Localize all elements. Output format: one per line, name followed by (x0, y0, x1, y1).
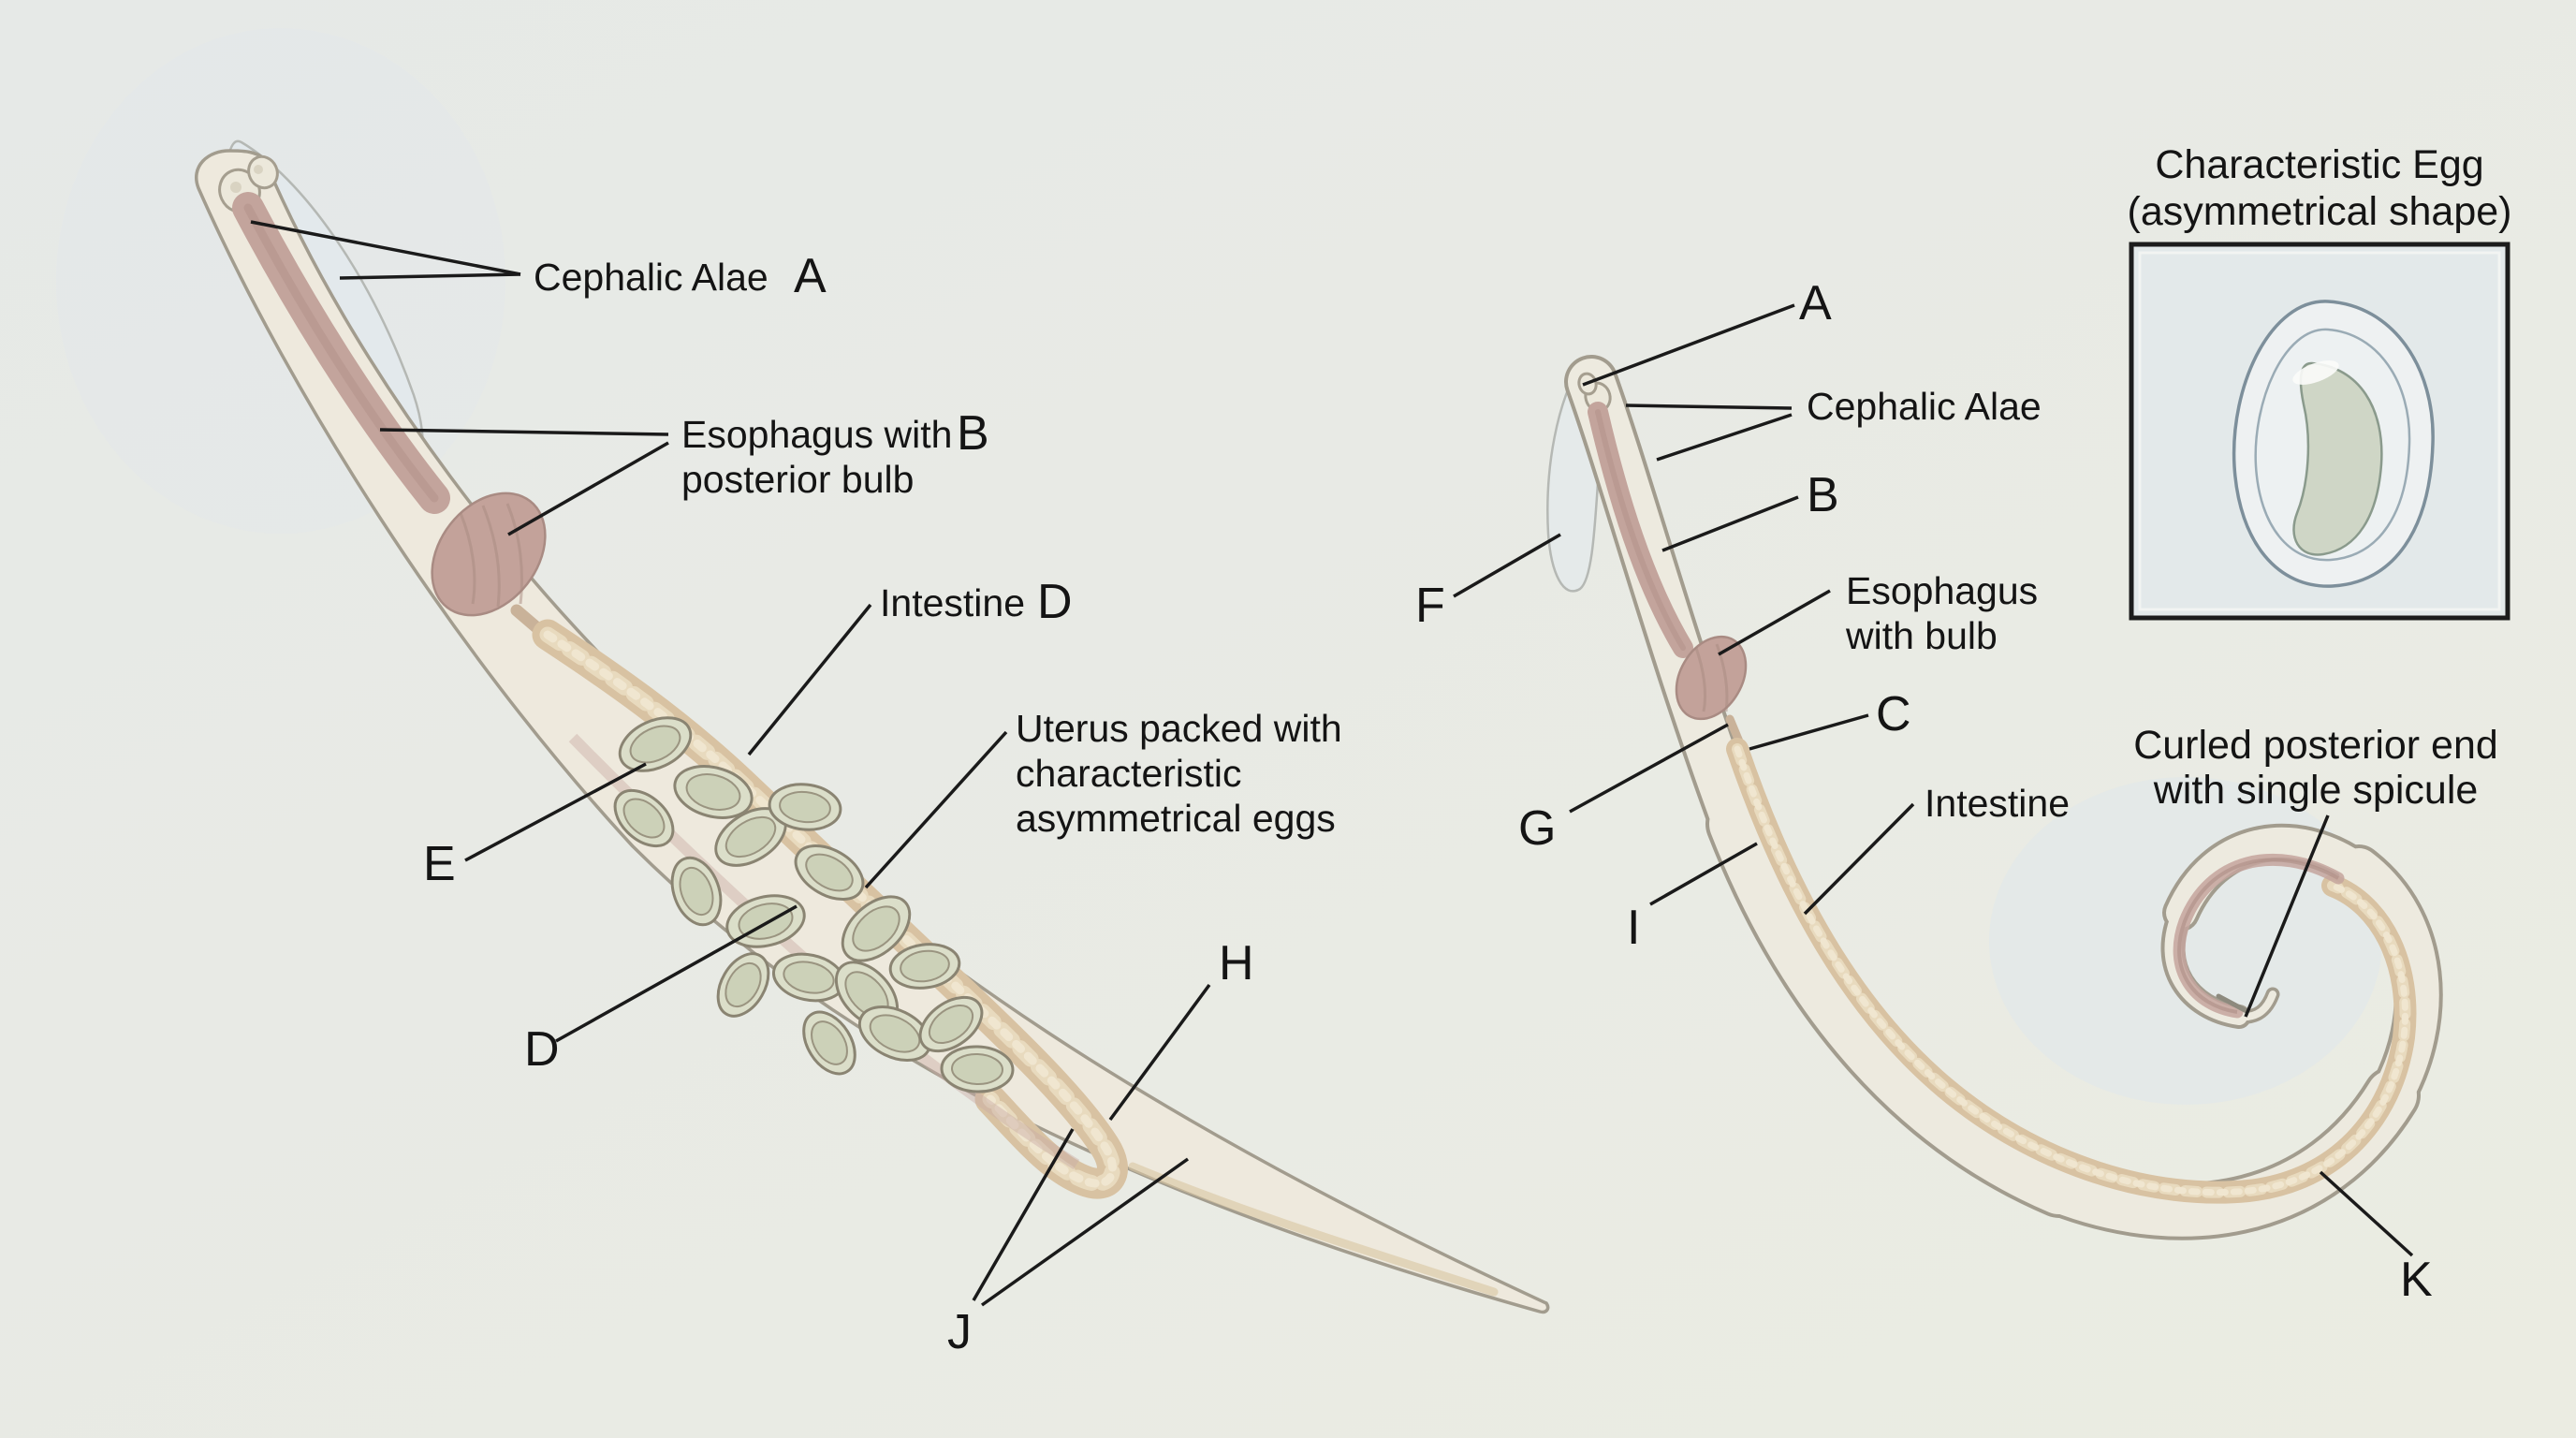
uterus-eggs (613, 716, 1015, 1093)
female-head-lobe (247, 154, 279, 190)
male-gut-junction (1725, 714, 1744, 746)
egg-larva (2292, 361, 2383, 556)
label-letter-c: C (1876, 687, 1911, 741)
female-labels: Cephalic Alae A Esophagus with B posteri… (423, 249, 1342, 1359)
leader-line (1649, 842, 1758, 906)
egg-inset (2129, 242, 2510, 621)
label-letter-k: K (2400, 1253, 2433, 1307)
leader-line (555, 904, 798, 1043)
label-letter-b-male: B (1807, 468, 1839, 522)
female-worm-illustration (195, 139, 1550, 1314)
male-worm-illustration (1546, 355, 2443, 1240)
leader-line (1108, 983, 1211, 1122)
male-esophagus-core (1595, 409, 1686, 651)
bulb-striation (505, 503, 523, 605)
leader-line (1582, 303, 1795, 387)
leader-line (864, 730, 1008, 889)
leader-line (2244, 814, 2330, 1018)
label-letter-j: J (947, 1305, 972, 1359)
egg-inset-title: Characteristic Egg (asymmetrical shape) (2128, 142, 2512, 234)
label-male-cephalic-alae: Cephalic Alae (1807, 385, 2042, 428)
leader-line (1661, 495, 1799, 552)
label-male-esophagus-line2: with bulb (1845, 614, 1998, 657)
label-female-cephalic-alae: Cephalic Alae (534, 256, 768, 299)
label-curled-end-line2: with single spicule (2153, 768, 2479, 813)
label-curled-end-line1: Curled posterior end (2133, 723, 2498, 768)
leader-line (507, 441, 669, 536)
leader-line (747, 603, 872, 756)
label-letter-a-male: A (1799, 276, 1832, 330)
leader-line (980, 1157, 1190, 1307)
label-letter-d-inline-female: D (1037, 575, 1073, 629)
bulb-striation (481, 505, 501, 608)
female-esophagus-core (243, 203, 439, 503)
female-head-detail (254, 165, 263, 174)
female-head-detail (230, 182, 242, 193)
leader-line (972, 1128, 1075, 1301)
label-letter-f: F (1415, 579, 1445, 633)
leader-line (250, 220, 521, 276)
leader-line (1453, 533, 1561, 598)
leader-line (1718, 589, 1831, 656)
label-letter-i: I (1627, 901, 1640, 955)
label-letter-a-female: A (794, 249, 827, 303)
egg-highlight (2292, 360, 2339, 385)
leader-line (1569, 723, 1729, 814)
egg-inset-inner-mat (2138, 251, 2501, 611)
leader-line (1803, 802, 1915, 916)
bulb-striation (1694, 647, 1707, 712)
male-curl-inner-line (2177, 858, 2339, 1014)
male-labels: A Cephalic Alae B F Esophagus with bulb … (1415, 276, 2498, 1307)
label-uterus-line3: asymmetrical eggs (1016, 797, 1336, 840)
female-esophageal-bulb (431, 492, 547, 617)
label-female-esophagus-line1: Esophagus with (681, 413, 952, 456)
label-letter-g: G (1518, 801, 1556, 856)
label-letter-b-female: B (957, 406, 989, 461)
label-letter-h: H (1219, 936, 1254, 990)
bulb-striation (459, 512, 476, 605)
egg-inset-title-line1: Characteristic Egg (2155, 142, 2483, 187)
label-uterus-line1: Uterus packed with (1016, 707, 1342, 750)
egg-inset-title-line2: (asymmetrical shape) (2128, 189, 2512, 234)
label-male-intestine: Intestine (1925, 782, 2070, 825)
label-female-intestine: Intestine (880, 581, 1025, 624)
male-intestine-texture (1734, 745, 2408, 1196)
label-male-esophagus-line1: Esophagus (1846, 569, 2038, 612)
label-letter-e: E (423, 837, 456, 891)
female-tail-line (1128, 1162, 1499, 1297)
leader-line (339, 272, 521, 280)
bulb-striation (1715, 643, 1729, 712)
label-female-esophagus-line2: posterior bulb (681, 458, 914, 501)
leader-lines (250, 220, 2414, 1307)
label-uterus-line2: characteristic (1016, 752, 1242, 795)
male-spicule (2216, 993, 2249, 1014)
leader-line (1625, 404, 1793, 410)
leader-line (2319, 1170, 2414, 1257)
label-letter-d: D (524, 1022, 560, 1077)
leader-line (1749, 713, 1869, 751)
leader-line (1656, 413, 1793, 462)
leader-line (464, 762, 647, 862)
leader-line (379, 428, 669, 436)
